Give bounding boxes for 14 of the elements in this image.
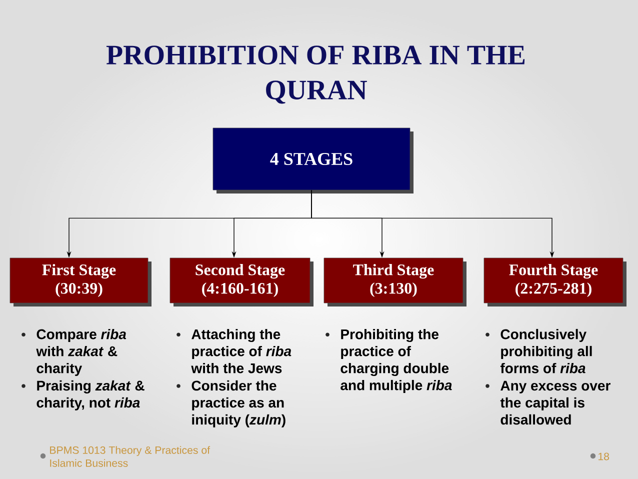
stage-box: Third Stage (3:130) — [324, 258, 466, 306]
bullet-text: Prohibiting the practice of charging double and multiple riba — [340, 328, 452, 393]
title: PROHIBITION OF RIBA IN THE QURAN — [106, 46, 525, 104]
stage-box: Fourth Stage (2:275-281) — [484, 258, 626, 306]
stage-box: Second Stage (4:160-161) — [170, 258, 314, 306]
bullet-text: Conclusively prohibiting all forms of riba — [500, 328, 592, 374]
bullet-text: Consider the practice as an iniquity (zulm) — [192, 380, 286, 428]
bullet-text: Any excess over the capital is disallowed — [500, 380, 610, 425]
stage-box: First Stage (30:39) — [10, 258, 152, 306]
footer-text: BPMS 1013 Theory & Practices of Islamic Business — [50, 446, 210, 467]
bullet-text: Attaching the practice of riba with the Jews — [191, 328, 292, 374]
header-box: 4 STAGES — [212, 128, 414, 194]
bullet-text: Praising zakat & charity, not riba — [36, 380, 144, 410]
page-number: 18 — [598, 452, 610, 460]
